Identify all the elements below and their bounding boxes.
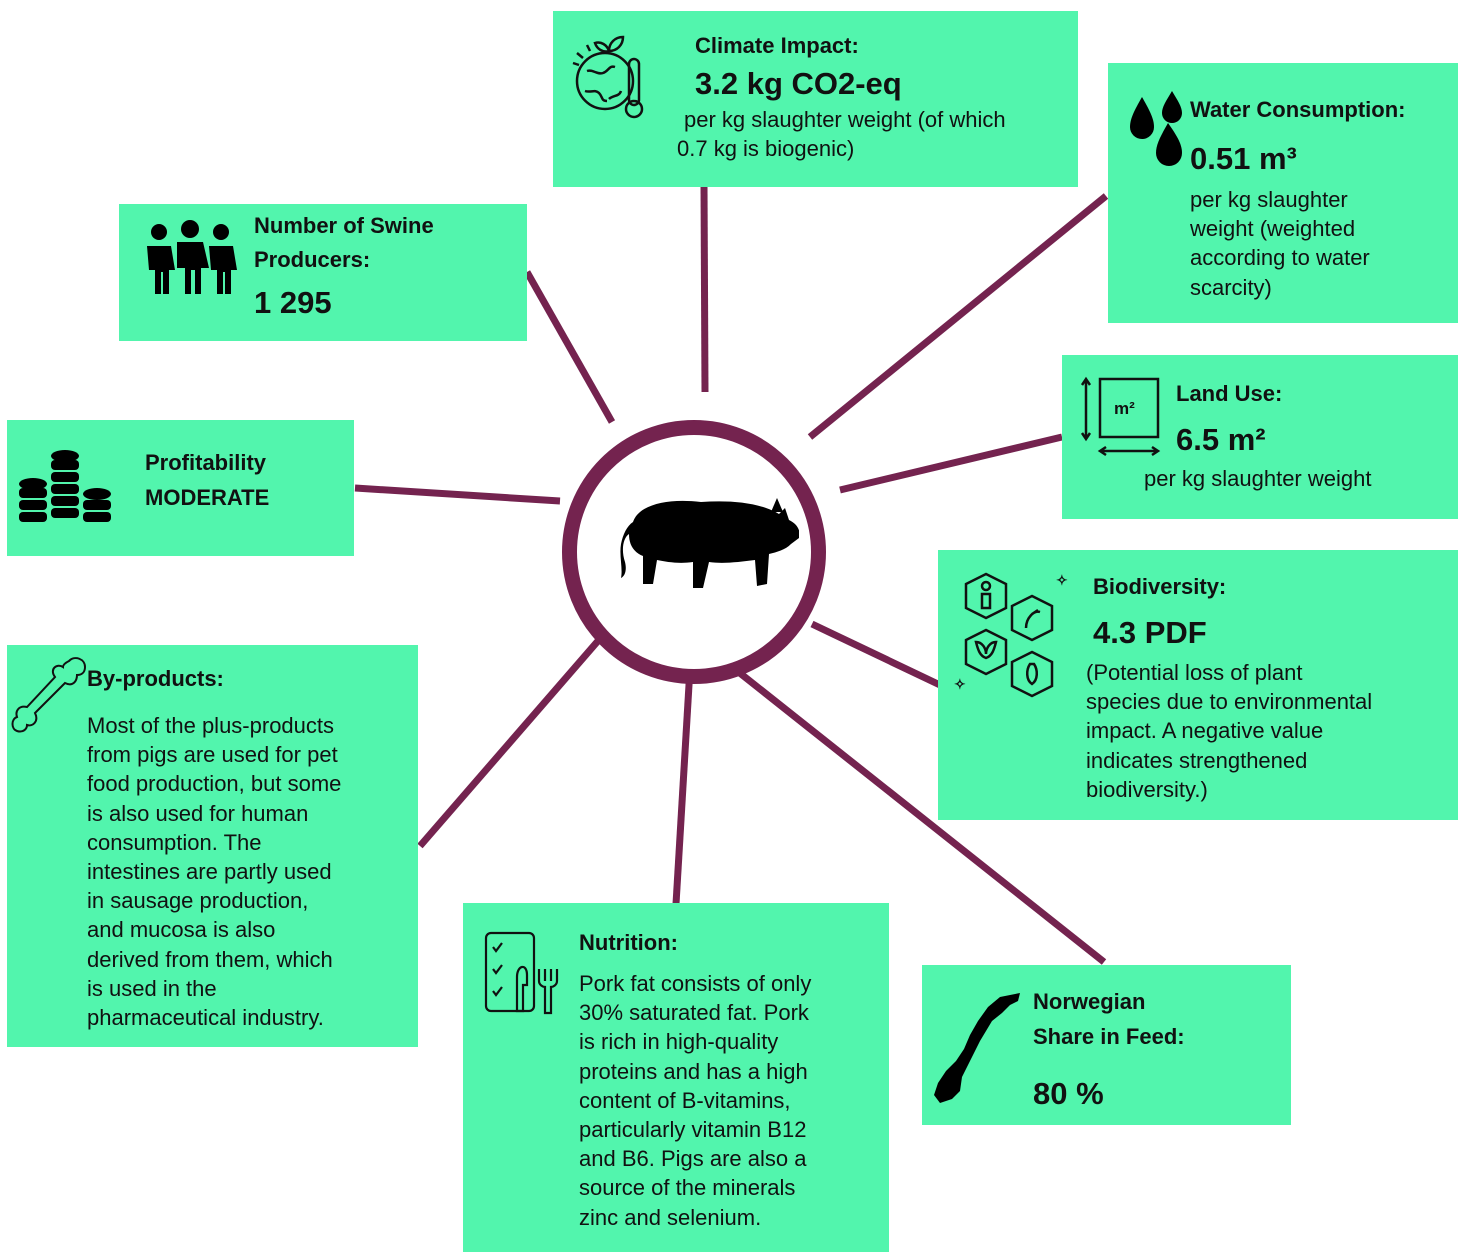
climate-note-line-1: per kg slaughter weight (of which xyxy=(684,107,1006,132)
byproducts-line: intestines are partly used xyxy=(87,859,332,885)
nutrition-line: zinc and selenium. xyxy=(579,1204,762,1230)
central-hub xyxy=(562,420,826,684)
climate-note-line-2: 0.7 kg is biogenic) xyxy=(677,136,855,161)
water-note-line: scarcity) xyxy=(1190,274,1272,300)
connector-swine xyxy=(523,270,616,424)
swine-producers-box: Number of Swine Producers: 1 295 xyxy=(119,204,527,341)
water-value: 0.51 m³ xyxy=(1190,141,1297,176)
byproducts-line: Most of the plus-products xyxy=(87,713,335,738)
feed-share-box: Norwegian Share in Feed: 80 % xyxy=(922,965,1291,1125)
water-note-line: weight (weighted xyxy=(1190,216,1356,242)
sparkle-bottom: ✧ xyxy=(954,676,966,692)
nutrition-body: Pork fat consists of only 30% saturated … xyxy=(579,969,811,1232)
land-title: Land Use: xyxy=(1176,381,1283,406)
biodiversity-note-line: biodiversity.) xyxy=(1086,776,1208,802)
profitability-value: MODERATE xyxy=(145,485,270,510)
nutrition-line: is rich in high-quality xyxy=(579,1029,779,1055)
nutrition-title: Nutrition: xyxy=(579,930,678,955)
nutrition-line: Pork fat consists of only xyxy=(579,971,812,996)
connector-climate xyxy=(700,183,709,393)
profitability-box: Profitability MODERATE xyxy=(7,420,354,556)
biodiversity-note-line: (Potential loss of plant xyxy=(1086,660,1303,685)
swine-title-line-2: Producers: xyxy=(254,247,371,272)
connector-byproducts xyxy=(417,631,607,849)
nutrition-line: and B6. Pigs are also a xyxy=(579,1146,807,1172)
water-note-line: according to water xyxy=(1190,245,1370,271)
feed-value: 80 % xyxy=(1033,1076,1104,1111)
climate-title: Climate Impact: xyxy=(695,33,859,58)
checklist-utensils-icon xyxy=(484,931,559,1015)
byproducts-line: derived from them, which xyxy=(87,946,333,972)
biodiversity-note-line: indicates strengthened xyxy=(1086,747,1308,773)
byproducts-line: pharmaceutical industry. xyxy=(87,1005,324,1031)
sparkle-top: ✧ xyxy=(1056,572,1068,588)
globe-thermometer-icon xyxy=(572,35,644,119)
climate-value: 3.2 kg CO2-eq xyxy=(695,66,902,101)
connector-land xyxy=(839,433,1063,494)
byproducts-line: is used in the xyxy=(87,975,217,1001)
land-value: 6.5 m² xyxy=(1176,422,1266,457)
water-consumption-box: Water Consumption: 0.51 m³ per kg slaugh… xyxy=(1108,63,1458,323)
biodiversity-note-line: species due to environmental xyxy=(1086,689,1373,715)
bone-icon xyxy=(11,657,87,733)
nutrition-line: content of B-vitamins, xyxy=(579,1087,791,1113)
profitability-title: Profitability xyxy=(145,450,267,475)
nutrition-line: 30% saturated fat. Pork xyxy=(579,1000,809,1026)
connector-nutrition xyxy=(672,667,694,905)
biodiversity-value: 4.3 PDF xyxy=(1093,615,1207,650)
water-note: per kg slaughter weight (weighted accord… xyxy=(1190,185,1370,302)
water-drops-icon xyxy=(1130,91,1182,166)
nutrition-line: source of the minerals xyxy=(579,1175,796,1201)
water-note-line: per kg slaughter xyxy=(1190,187,1348,212)
byproducts-box: By-products: Most of the plus-products f… xyxy=(7,645,418,1047)
nutrition-line: proteins and has a high xyxy=(579,1058,808,1084)
area-square-icon xyxy=(1080,376,1161,457)
area-icon-label: m² xyxy=(1114,399,1135,418)
byproducts-line: and mucosa is also xyxy=(87,917,276,943)
byproducts-line: in sausage production, xyxy=(87,888,309,914)
connector-water xyxy=(807,193,1109,440)
people-group-icon xyxy=(147,220,237,294)
feed-title-line-2: Share in Feed: xyxy=(1033,1024,1185,1049)
nutrition-box: Nutrition: Pork fat consists of only 30%… xyxy=(463,903,889,1252)
norway-map-icon xyxy=(934,993,1020,1103)
climate-impact-box: Climate Impact: 3.2 kg CO2-eq per kg sla… xyxy=(553,11,1078,187)
swine-title-line-1: Number of Swine xyxy=(254,213,434,238)
biodiversity-box: ✧ ✧ Biodiversity: 4.3 PDF (Potential los… xyxy=(938,550,1458,820)
land-note: per kg slaughter weight xyxy=(1144,466,1372,491)
feed-title-line-1: Norwegian xyxy=(1033,989,1146,1014)
byproducts-body: Most of the plus-products from pigs are … xyxy=(87,711,341,1032)
byproducts-line: from pigs are used for pet xyxy=(87,742,338,768)
connector-profitability xyxy=(354,484,561,505)
biodiversity-title: Biodiversity: xyxy=(1093,574,1227,599)
land-use-box: m² Land Use: 6.5 m² per kg slaughter wei… xyxy=(1062,355,1458,519)
biodiversity-hexagons-icon xyxy=(964,572,1054,698)
connector-feed xyxy=(733,667,1107,965)
pig-icon xyxy=(620,498,799,588)
nutrition-line: particularly vitamin B12 xyxy=(579,1117,807,1143)
biodiversity-note-line: impact. A negative value xyxy=(1086,718,1324,744)
swine-value: 1 295 xyxy=(254,285,332,320)
byproducts-line: consumption. The xyxy=(87,829,262,855)
coin-stacks-icon xyxy=(19,450,111,522)
water-title: Water Consumption: xyxy=(1190,97,1406,122)
byproducts-line: food production, but some xyxy=(87,771,342,797)
connector-biodiversity xyxy=(810,620,942,689)
byproducts-title: By-products: xyxy=(87,666,224,691)
byproducts-line: is also used for human xyxy=(87,800,309,826)
biodiversity-note: (Potential loss of plant species due to … xyxy=(1086,658,1372,804)
